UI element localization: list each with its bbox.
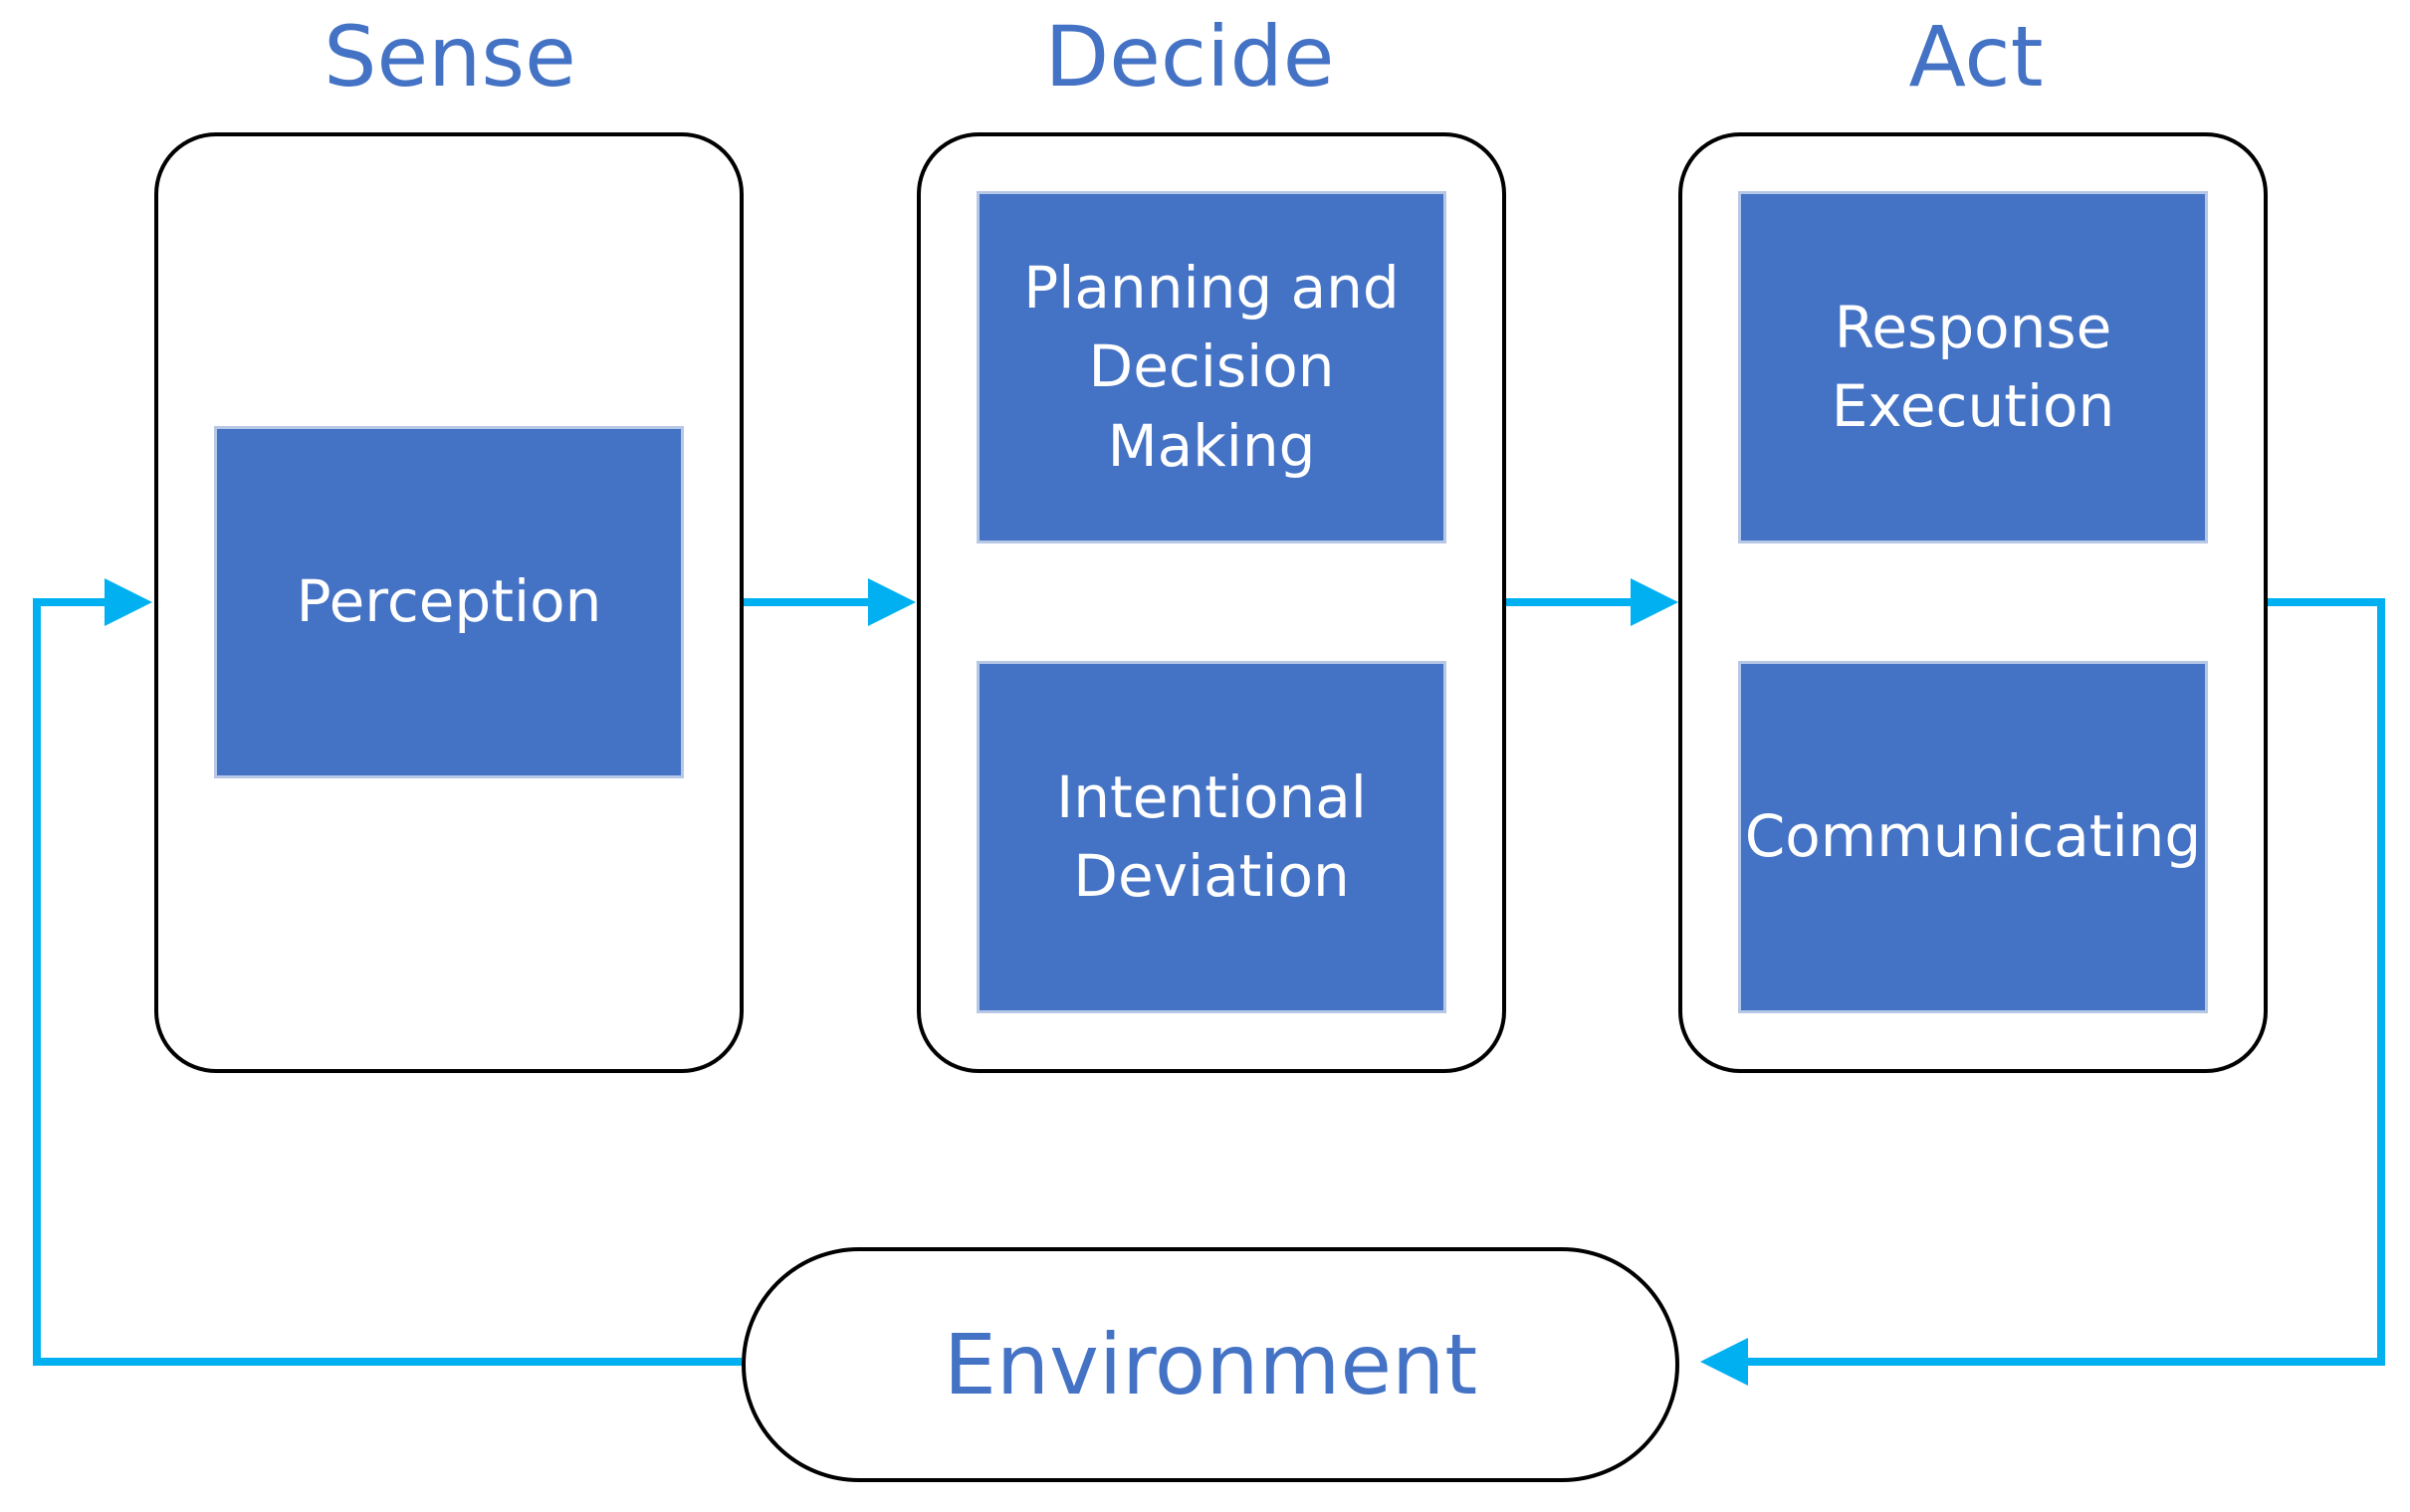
stage-box-sense [154,132,744,1073]
process-box-intentional-deviation: Intentional Deviation [977,661,1446,1013]
stage-box-decide [917,132,1506,1073]
environment-box: Environment [742,1247,1679,1482]
arrow-act-to-environment [1700,598,2385,1386]
arrow-environment-to-sense [33,578,742,1366]
stage-title-sense: Sense [324,8,576,106]
process-box-response-execution: Response Execution [1738,191,2208,543]
stage-title-act: Act [1908,8,2044,106]
stage-box-act [1678,132,2268,1073]
process-box-planning-and-decision-making: Planning and Decision Making [977,191,1446,543]
environment-label: Environment [943,1316,1478,1413]
stage-title-decide: Decide [1044,8,1335,106]
process-box-communicating: Communicating [1738,661,2208,1013]
process-box-perception: Perception [214,426,684,778]
